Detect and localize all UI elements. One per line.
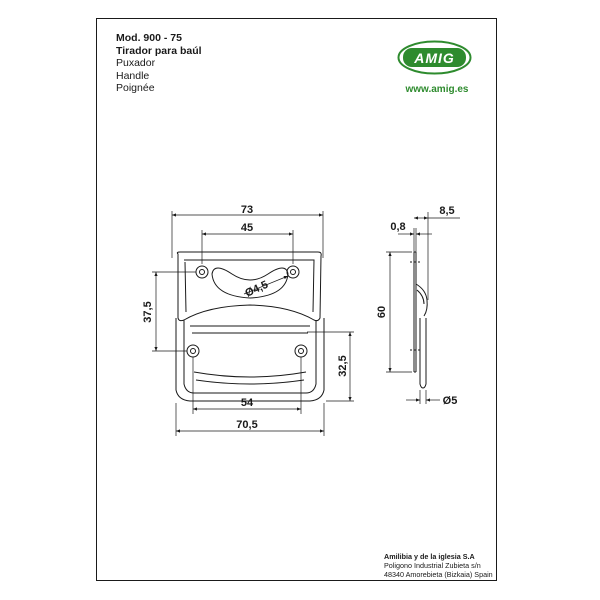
front-view bbox=[175, 251, 325, 402]
dim-wire-diameter: Ø5 bbox=[443, 395, 458, 407]
hole-bottom-left bbox=[186, 344, 200, 358]
handle-wire-outer bbox=[175, 318, 325, 402]
product-name-pt: Puxador bbox=[116, 57, 156, 69]
dim-overall-width: 73 bbox=[241, 204, 253, 216]
drawing-sheet-border bbox=[96, 18, 497, 581]
company-info: Amilibia y de la iglesia S.A Poligono In… bbox=[384, 552, 493, 579]
product-name-en: Handle bbox=[116, 69, 150, 82]
company-address-line-2: 48340 Amorebieta (Bizkaia) Spain bbox=[384, 570, 493, 579]
company-name: Amilibia y de la iglesia S.A bbox=[384, 552, 475, 561]
dim-hole-spacing-top: 45 bbox=[241, 222, 253, 234]
amig-logo: AMIG bbox=[397, 40, 472, 75]
side-handle-wire bbox=[419, 318, 427, 389]
dim-height-left: 37,5 bbox=[142, 301, 154, 322]
side-dimensions bbox=[386, 212, 460, 404]
website-link[interactable]: www.amig.es bbox=[405, 84, 469, 95]
dim-side-depth: 8,5 bbox=[439, 205, 454, 217]
handle-grip-lower bbox=[195, 379, 305, 385]
company-address-line-1: Poligono Industrial Zubieta s/n bbox=[384, 561, 481, 570]
handle-wire-inner bbox=[183, 320, 317, 394]
product-name-es: Tirador para baúl bbox=[116, 44, 202, 57]
dim-bottom-width: 70,5 bbox=[236, 419, 257, 431]
plate-cutout bbox=[211, 267, 289, 299]
dim-height-right: 32,5 bbox=[337, 355, 349, 376]
product-name-fr: Poignée bbox=[116, 82, 155, 94]
dim-side-thickness: 0,8 bbox=[390, 221, 405, 233]
title-block: Mod. 900 - 75 Tirador para baúl Puxador … bbox=[116, 32, 202, 95]
dim-side-height: 60 bbox=[376, 306, 388, 318]
dim-hole-spacing-bottom: 54 bbox=[241, 397, 254, 409]
side-view bbox=[410, 251, 428, 389]
side-bend bbox=[415, 283, 428, 317]
model-number: Mod. 900 - 75 bbox=[116, 32, 182, 44]
dim-hole-diameter: Ø4,5 bbox=[243, 279, 270, 300]
handle-grip-bottom bbox=[193, 371, 307, 378]
front-dimensions bbox=[152, 211, 354, 436]
hole-top-right bbox=[286, 265, 300, 279]
plate-inner-edge bbox=[184, 259, 315, 313]
logo-text: AMIG bbox=[413, 50, 455, 66]
hole-bottom-right bbox=[294, 344, 308, 358]
hole-top-left bbox=[195, 265, 209, 279]
